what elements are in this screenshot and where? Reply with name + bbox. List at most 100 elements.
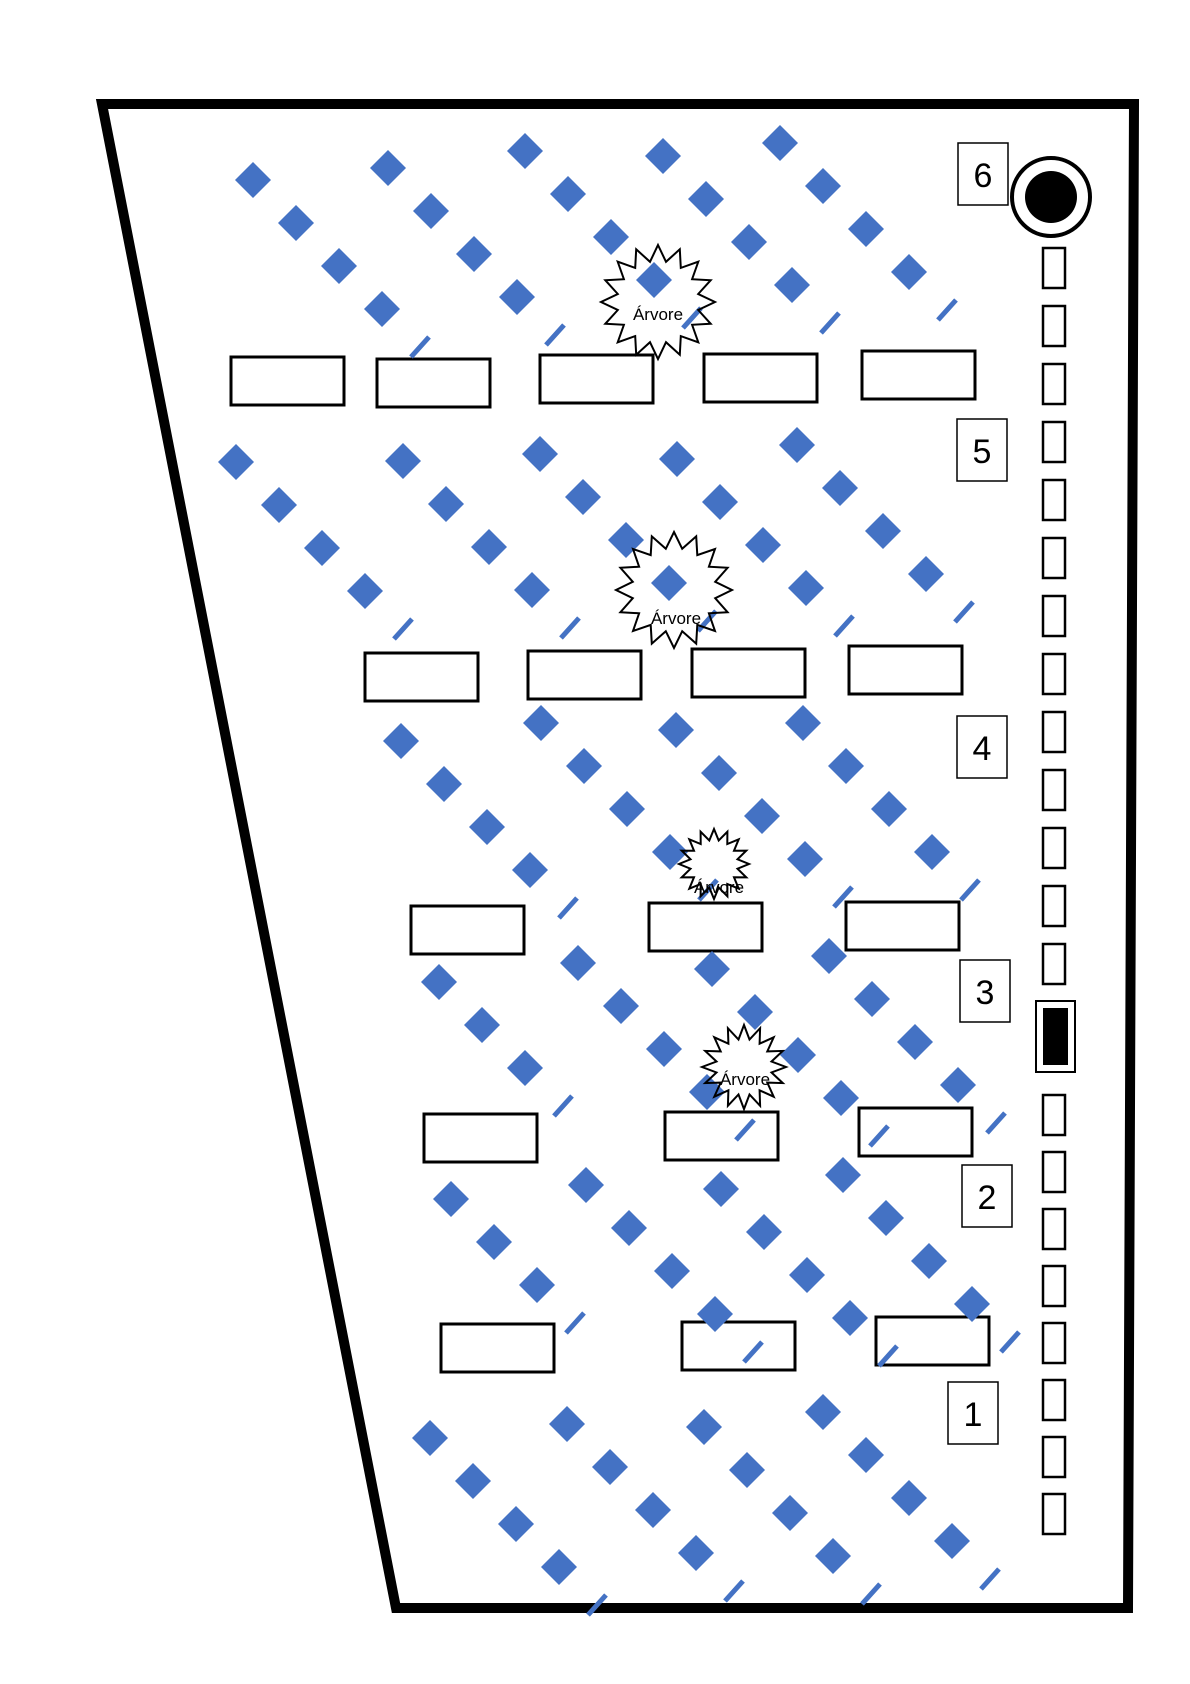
zone-label-1: 1	[964, 1396, 983, 1434]
diamond-row-end-dash	[552, 1094, 574, 1118]
diamond-row-end-dash	[985, 1111, 1007, 1135]
diamond-marker-icon	[347, 573, 383, 609]
starburst-tree-icon: Árvore	[699, 1022, 789, 1112]
diamond-marker-icon	[891, 254, 927, 290]
diamond-marker-icon	[891, 1480, 927, 1516]
diamond-marker-icon	[914, 834, 950, 870]
diamond-marker-icon	[785, 705, 821, 741]
rectangle-bench-icon	[680, 1320, 797, 1372]
small-square-icon	[1041, 478, 1067, 522]
diamond-marker-icon	[499, 279, 535, 315]
diamond-row-end-dash	[833, 614, 855, 638]
small-square-icon	[1041, 826, 1067, 870]
diamond-marker-icon	[278, 205, 314, 241]
diamond-marker-icon	[702, 484, 738, 520]
zone-box-1: 1	[947, 1381, 999, 1445]
square-strip	[1035, 246, 1076, 1536]
rectangle-bench-icon	[847, 644, 964, 696]
diamond-marker-icon	[686, 1409, 722, 1445]
bench-layer	[229, 349, 991, 1374]
diamond-marker-icon	[940, 1067, 976, 1103]
diamond-row-end-dash	[734, 1118, 756, 1142]
diamond-marker-icon	[854, 981, 890, 1017]
diamond-marker-icon	[746, 1214, 782, 1250]
diamond-marker-icon	[651, 565, 687, 601]
diamond-row-end-dash	[868, 1124, 890, 1148]
diamond-marker-icon	[897, 1024, 933, 1060]
small-square-icon	[1041, 1150, 1067, 1194]
diamond-marker-icon	[729, 1452, 765, 1488]
diamond-marker-icon	[737, 994, 773, 1030]
small-square-icon	[1041, 768, 1067, 812]
diamond-marker-icon	[789, 1257, 825, 1293]
diamond-marker-icon	[731, 224, 767, 260]
diamond-marker-icon	[519, 1267, 555, 1303]
diamond-row-end-dash	[832, 885, 854, 909]
rectangle-bench-icon	[538, 353, 655, 405]
rectangle-bench-icon	[663, 1110, 780, 1162]
diamond-marker-icon	[455, 1463, 491, 1499]
diamond-row-end-dash	[681, 306, 703, 330]
diamond-marker-icon	[304, 530, 340, 566]
diamond-marker-icon	[744, 798, 780, 834]
diamond-marker-icon	[811, 938, 847, 974]
diamond-marker-icon	[549, 1406, 585, 1442]
diamond-marker-icon	[261, 487, 297, 523]
diamond-marker-icon	[218, 444, 254, 480]
diamond-marker-icon	[636, 262, 672, 298]
diamond-marker-icon	[412, 1420, 448, 1456]
rectangle-bench-icon	[647, 901, 764, 953]
diamond-marker-icon	[654, 1253, 690, 1289]
diamond-marker-icon	[822, 470, 858, 506]
diamond-marker-icon	[603, 988, 639, 1024]
diamond-row-end-dash	[860, 1582, 882, 1606]
diamond-marker-icon	[471, 529, 507, 565]
diamond-marker-icon	[413, 193, 449, 229]
diamond-marker-icon	[514, 572, 550, 608]
small-square-icon	[1041, 536, 1067, 580]
diamond-row-end-dash	[723, 1579, 745, 1603]
diamond-marker-icon	[848, 211, 884, 247]
diamond-marker-icon	[370, 150, 406, 186]
diamond-marker-icon	[507, 1050, 543, 1086]
zone-box-5: 5	[956, 418, 1008, 482]
rectangle-bench-icon	[874, 1315, 991, 1367]
diamond-marker-icon	[568, 1167, 604, 1203]
diamond-marker-icon	[865, 513, 901, 549]
rectangle-bench-icon	[702, 352, 819, 404]
diamond-marker-icon	[611, 1210, 647, 1246]
diamond-marker-icon	[697, 1296, 733, 1332]
small-square-icon	[1041, 1492, 1067, 1536]
tree-label: Árvore	[651, 609, 701, 628]
diamond-row-end-dash	[936, 298, 958, 322]
small-square-icon	[1041, 304, 1067, 348]
small-square-icon	[1041, 942, 1067, 986]
diamond-marker-icon	[592, 1449, 628, 1485]
diamond-row-end-dash	[999, 1330, 1021, 1354]
starburst-tree-icon: Árvore	[613, 529, 735, 651]
diamond-row-end-dash	[544, 323, 566, 347]
diamond-marker-icon	[788, 570, 824, 606]
diamond-marker-icon	[512, 852, 548, 888]
small-square-icon	[1041, 1093, 1067, 1137]
rectangle-bench-icon	[526, 649, 643, 701]
diamond-marker-icon	[745, 527, 781, 563]
diamond-marker-icon	[911, 1243, 947, 1279]
diamond-marker-icon	[828, 748, 864, 784]
diamond-marker-icon	[565, 479, 601, 515]
zone-label-3: 3	[976, 974, 995, 1012]
diamond-row-end-dash	[979, 1567, 1001, 1591]
tree-label: Árvore	[694, 878, 744, 897]
diamond-row-end-dash	[409, 335, 431, 359]
rectangle-bench-icon	[229, 355, 346, 407]
diamond-marker-icon	[659, 441, 695, 477]
rectangle-bench-icon	[844, 900, 961, 952]
diamond-marker-icon	[652, 834, 688, 870]
diamond-marker-icon	[566, 748, 602, 784]
diamond-marker-icon	[385, 443, 421, 479]
diamond-marker-icon	[507, 133, 543, 169]
diamond-marker-icon	[848, 1437, 884, 1473]
diamond-marker-icon	[823, 1080, 859, 1116]
